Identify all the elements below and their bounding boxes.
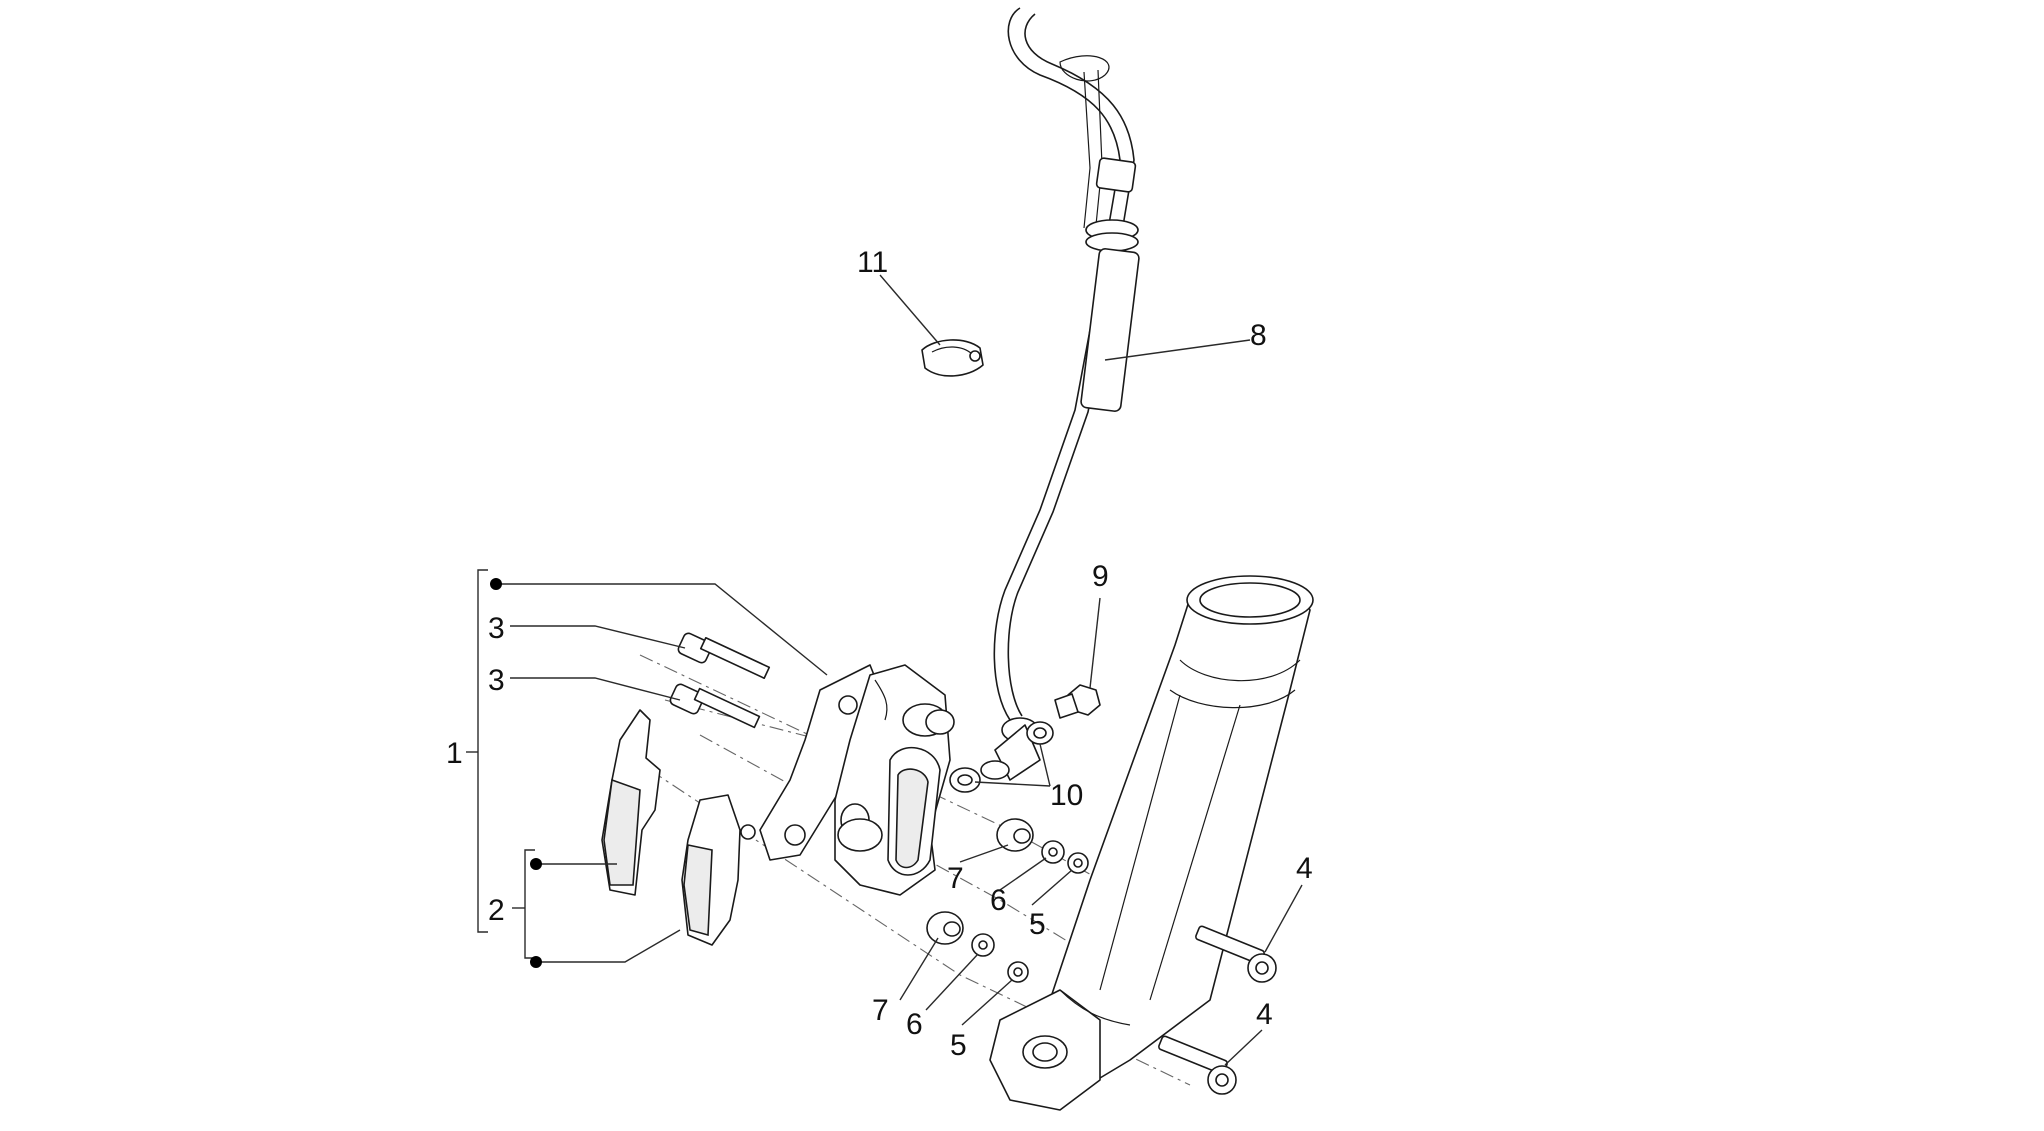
group-dot-2a (530, 858, 542, 870)
caliper-body (834, 664, 955, 896)
callout-5-lower: 5 (950, 1029, 967, 1062)
callout-11: 11 (857, 246, 888, 279)
brake-pads (601, 709, 756, 946)
callout-7-lower: 7 (872, 994, 889, 1027)
brake-hose (980, 7, 1140, 781)
pin-bolts (669, 632, 771, 729)
callout-6-upper: 6 (990, 884, 1007, 917)
group-dot-2b (530, 956, 542, 968)
banjo-bolt (1054, 684, 1101, 719)
group-brackets (466, 569, 535, 959)
callout-4-upper: 4 (1296, 852, 1313, 885)
callout-6-lower: 6 (906, 1008, 923, 1041)
leader-lines (500, 274, 1303, 1066)
fork-leg (989, 575, 1314, 1111)
group-dot-1 (490, 578, 502, 590)
callout-3-upper: 3 (488, 612, 505, 645)
callout-8: 8 (1250, 319, 1267, 352)
callout-2: 2 (488, 894, 505, 927)
hose-clip (921, 339, 984, 377)
callout-10: 10 (1050, 779, 1083, 812)
spacers-and-washers (926, 818, 1089, 983)
callout-3-lower: 3 (488, 664, 505, 697)
callout-7-upper: 7 (947, 862, 964, 895)
callout-1: 1 (446, 737, 463, 770)
callout-5-upper: 5 (1029, 908, 1046, 941)
callout-9: 9 (1092, 560, 1109, 593)
fork-bolts (1158, 925, 1277, 1095)
callout-4-lower: 4 (1256, 998, 1273, 1031)
copper-washers (949, 721, 1054, 793)
